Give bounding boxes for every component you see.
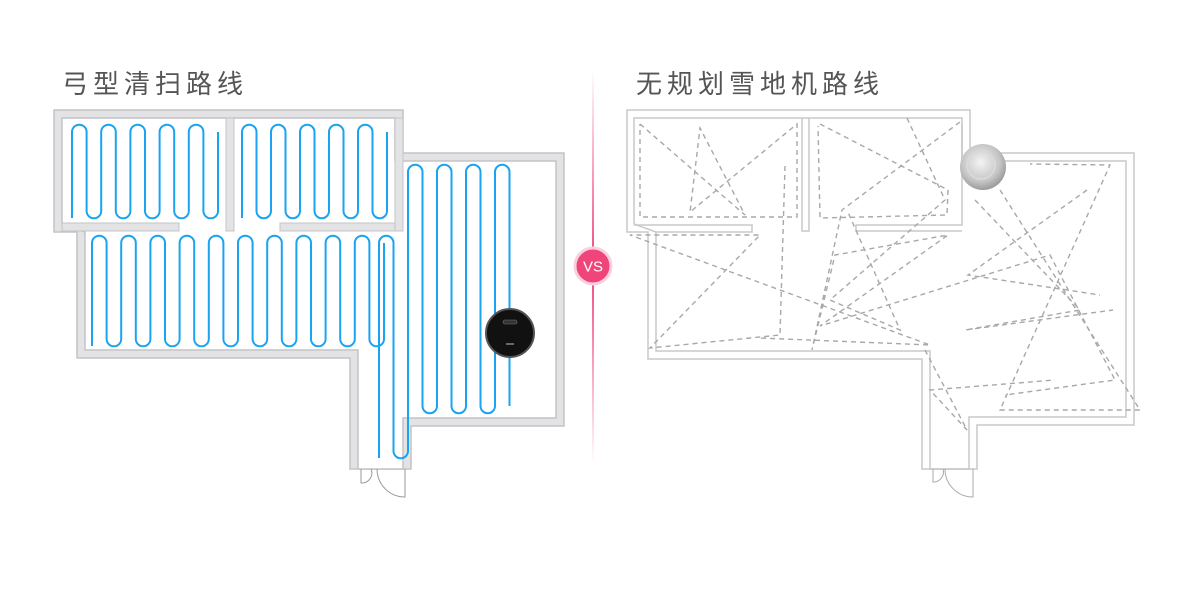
inner-wall bbox=[225, 117, 235, 232]
door-icon bbox=[360, 468, 406, 498]
random-cleaning-path bbox=[629, 117, 1142, 431]
left-panel-title: 弓型清扫路线 bbox=[62, 70, 249, 100]
inner-wall bbox=[61, 222, 180, 232]
robot-vacuum-gray-icon bbox=[960, 144, 1006, 190]
serpentine-cleaning-path bbox=[71, 123, 511, 460]
right-floor-plan bbox=[626, 109, 1142, 498]
robot-vacuum-black-icon bbox=[485, 308, 535, 358]
vs-divider: VS bbox=[573, 70, 613, 465]
vs-label: VS bbox=[583, 259, 603, 276]
inner-wall bbox=[279, 222, 396, 232]
vs-badge bbox=[573, 246, 613, 286]
inner-wall bbox=[394, 117, 404, 232]
door-icon bbox=[932, 468, 974, 498]
left-floor-plan bbox=[53, 109, 565, 498]
right-panel-title: 无规划雪地机路线 bbox=[636, 70, 885, 100]
cleaning-path-segment bbox=[91, 234, 385, 348]
cleaning-path-segment bbox=[378, 163, 511, 460]
cleaning-path-segment bbox=[241, 123, 388, 220]
cleaning-path-segment bbox=[71, 123, 219, 220]
